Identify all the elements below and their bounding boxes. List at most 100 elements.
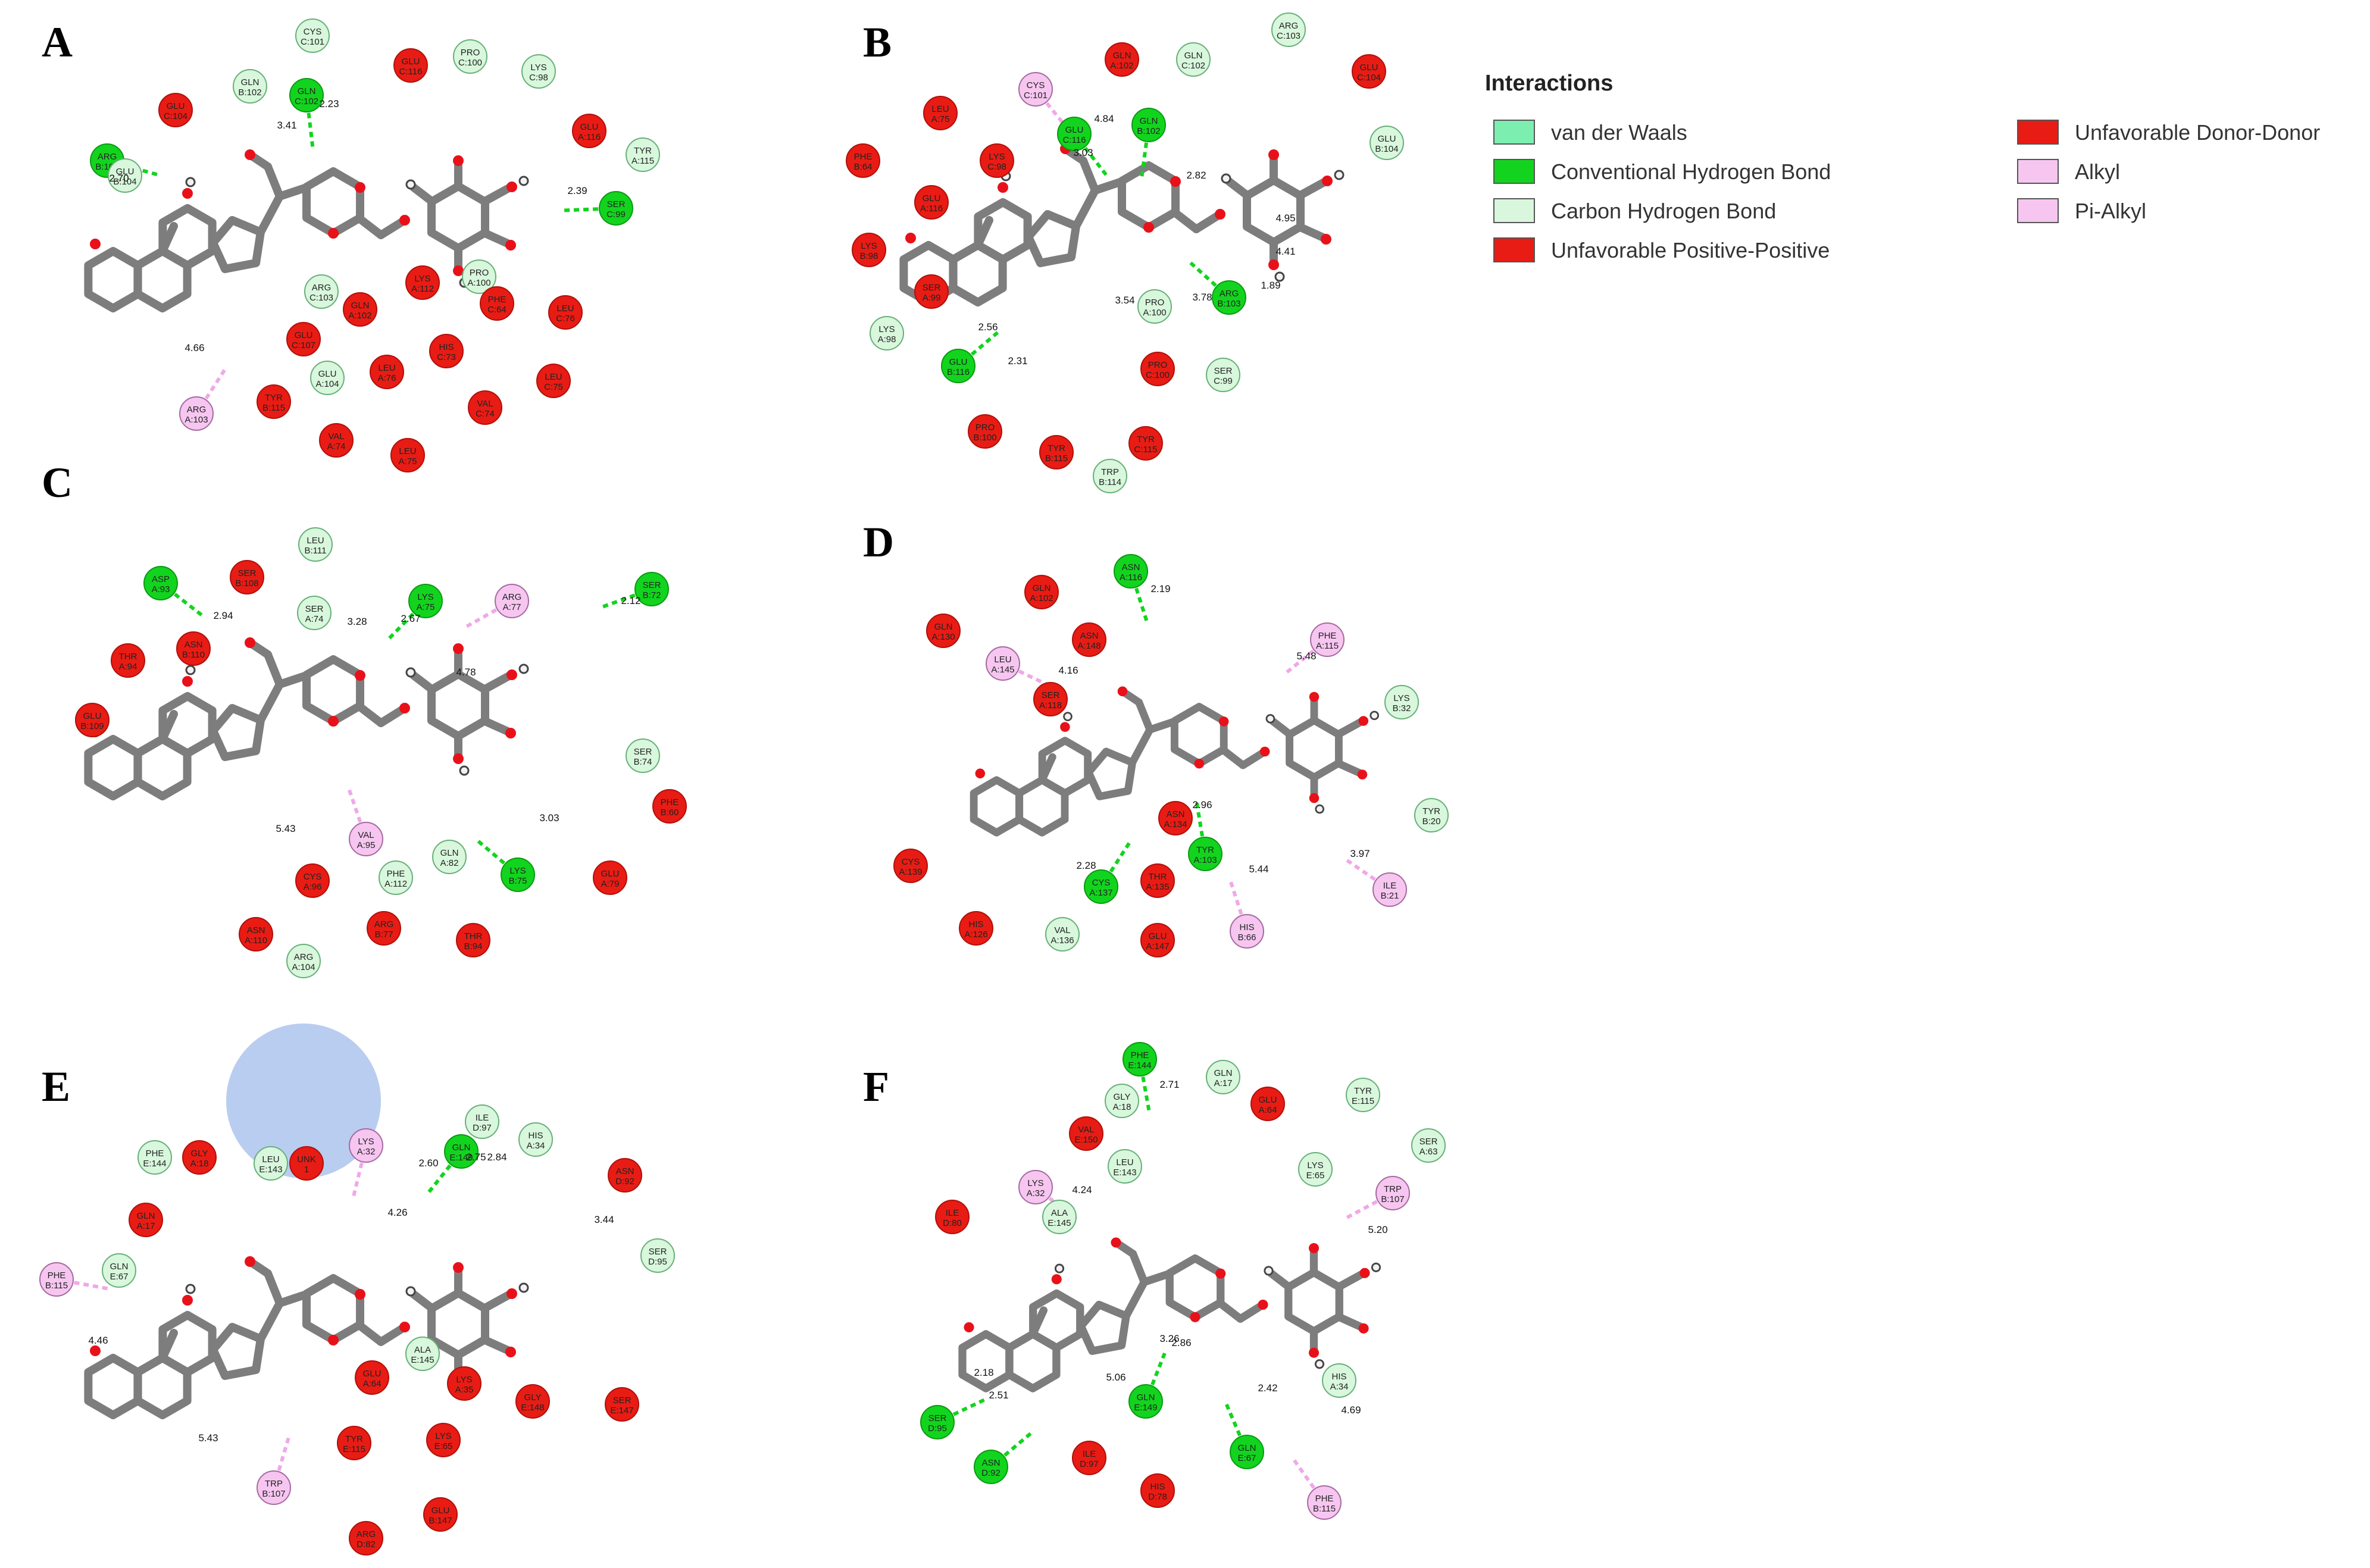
- residue-name: GLU: [363, 1369, 382, 1379]
- interaction-dash: [476, 838, 506, 865]
- oxygen-atom: [506, 669, 517, 680]
- residue-chain: C:102: [1181, 61, 1205, 71]
- side-chain: [1128, 1250, 1149, 1287]
- steroid-ring-d: [209, 1323, 265, 1380]
- distance-label: 2.39: [567, 185, 587, 196]
- residue-name: SER: [613, 1395, 631, 1406]
- residue-chain: B:77: [375, 929, 393, 940]
- residue-chain: D:92: [981, 1468, 1000, 1478]
- oxygen-atom: [1321, 234, 1331, 245]
- oxygen-atom: [1258, 1299, 1268, 1310]
- oxygen-atom: [998, 182, 1008, 193]
- residue-chain: C:115: [1134, 445, 1158, 455]
- residue-name: SER: [305, 604, 324, 614]
- side-chain: [257, 680, 284, 724]
- residue-name: LYS: [358, 1137, 374, 1147]
- sugar-oh: [481, 717, 513, 736]
- sugar-oh: [1269, 717, 1294, 738]
- residue-circle: [501, 857, 535, 892]
- hydrogen-atom: [1315, 804, 1325, 814]
- steroid-ring-2: [1029, 1289, 1084, 1352]
- residue-name: TYR: [345, 1434, 363, 1444]
- residue-chain: B:32: [1393, 703, 1411, 713]
- oxygen-atom: [1357, 769, 1368, 780]
- residue-name: THR: [119, 652, 137, 662]
- residue-circle: [468, 390, 502, 425]
- residue-name: LYS: [989, 152, 1005, 162]
- distance-label: 1.89: [1261, 280, 1280, 291]
- residue-chain: B:111: [305, 546, 327, 556]
- residue-chain: E:150: [1074, 1135, 1098, 1145]
- residue-chain: A:103: [185, 415, 208, 425]
- residue-circle: [1370, 126, 1404, 160]
- residue-name: HIS: [1150, 1482, 1165, 1492]
- distance-label: 2.28: [1076, 860, 1096, 871]
- residue-name: CYS: [304, 872, 322, 882]
- residue-name: GLU: [83, 711, 102, 721]
- residue-circle: [1307, 1485, 1342, 1520]
- ligand: [970, 686, 1380, 837]
- residue-circle: [230, 560, 264, 594]
- residue-name: SER: [1420, 1137, 1438, 1147]
- residue-circle: [626, 738, 660, 773]
- interaction-dash: [426, 1164, 452, 1195]
- residue-name: LEU: [545, 372, 562, 382]
- residue-name: LEU: [399, 446, 416, 456]
- residue-name: SER: [1214, 366, 1233, 376]
- distance-label: 2.75: [466, 1151, 486, 1163]
- residue-name: PHE: [854, 152, 873, 162]
- residue-name: ARG: [1220, 289, 1239, 299]
- residue-circle: [39, 1262, 74, 1297]
- residue-circle: [1411, 1128, 1446, 1163]
- residue-chain: A:126: [964, 929, 987, 940]
- ligand: [84, 637, 529, 800]
- residue-chain: B:74: [634, 757, 652, 767]
- residue-name: GLU: [1149, 931, 1167, 941]
- oxygen-atom: [453, 265, 464, 276]
- hydrogen-atom: [1264, 1266, 1274, 1276]
- residue-circle: [390, 438, 425, 472]
- residue-circle: [295, 18, 330, 53]
- residue-name: PRO: [1148, 360, 1168, 370]
- residue-chain: A:35: [455, 1385, 474, 1395]
- residue-name: SER: [238, 568, 257, 578]
- interaction-dash: [307, 112, 315, 149]
- residue-chain: B:20: [1422, 816, 1441, 827]
- residue-circle: [652, 789, 687, 824]
- residue-circle: [179, 396, 214, 431]
- residue-circle: [370, 355, 404, 389]
- oxygen-atom: [506, 1288, 517, 1299]
- residue-chain: A:139: [899, 867, 922, 877]
- methyl: [1038, 753, 1056, 784]
- residue-circle: [1375, 1176, 1410, 1210]
- interaction-dash: [952, 1397, 987, 1416]
- distance-label: 4.16: [1058, 665, 1078, 676]
- residue-chain: A:135: [1146, 882, 1169, 892]
- interaction-dash: [1134, 587, 1149, 623]
- sugar-ring: [1243, 176, 1305, 246]
- residue-circle: [1372, 872, 1407, 907]
- linker: [356, 703, 385, 727]
- residue-name: CYS: [1027, 80, 1045, 90]
- sugar-oh: [1296, 223, 1328, 242]
- residue-chain: A:79: [601, 879, 620, 889]
- side-chain: [264, 162, 284, 201]
- distance-label: 5.06: [1106, 1372, 1125, 1383]
- residue-chain: A:145: [991, 665, 1014, 675]
- residue-chain: A:75: [399, 456, 417, 467]
- residue-name: GLN: [137, 1211, 155, 1221]
- residue-circle: [518, 1122, 553, 1157]
